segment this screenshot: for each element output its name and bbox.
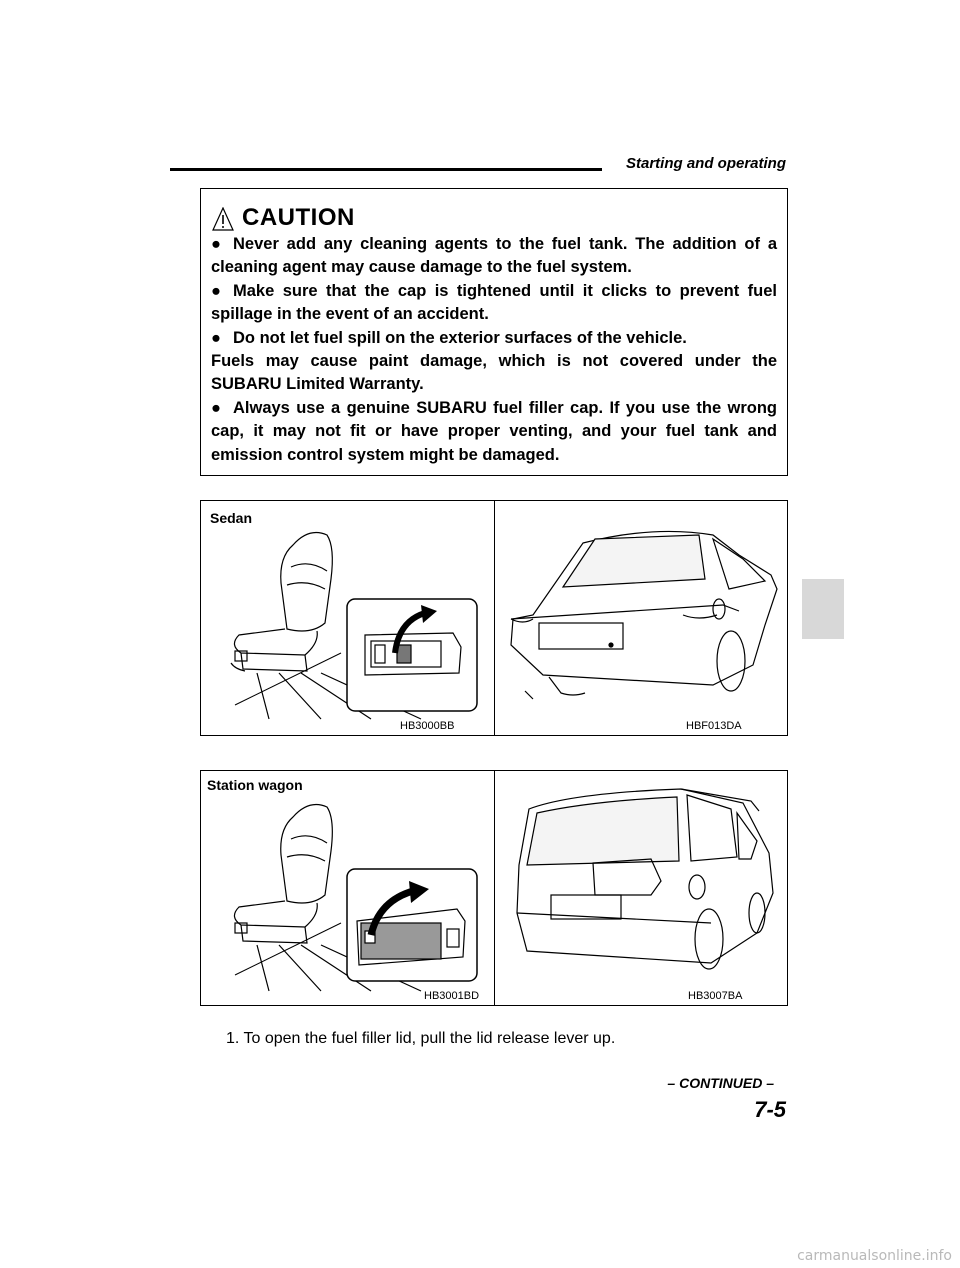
lever-detail-inset xyxy=(346,598,478,712)
sedan-car-illustration xyxy=(510,530,778,700)
caution-item-text: Make sure that the cap is tightened unti… xyxy=(211,281,777,324)
caution-item: ● Do not let fuel spill on the exterior s… xyxy=(211,327,777,350)
figure-code: HB3000BB xyxy=(400,720,455,732)
figure-code: HBF013DA xyxy=(686,720,742,732)
bullet-icon: ● xyxy=(211,281,221,300)
figure-divider xyxy=(494,501,495,735)
figure-code: HB3007BA xyxy=(688,990,743,1002)
figure-code: HB3001BD xyxy=(424,990,480,1002)
header-rule xyxy=(170,168,602,171)
caution-item: ●Never add any cleaning agents to the fu… xyxy=(211,233,777,280)
caution-item-text: Never add any cleaning agents to the fue… xyxy=(211,235,777,277)
sedan-figure: Sedan HB3000BB xyxy=(200,500,788,736)
continued-label: – CONTINUED – xyxy=(667,1075,774,1091)
caution-title: CAUTION xyxy=(242,204,355,231)
caution-note: Fuels may cause paint damage, which is n… xyxy=(211,352,777,394)
caution-item: ●Always use a genuine SUBARU fuel filler… xyxy=(211,397,777,467)
caution-item-text: Always use a genuine SUBARU fuel filler … xyxy=(211,398,777,464)
figure-label: Station wagon xyxy=(207,777,303,793)
seat-illustration xyxy=(230,532,422,720)
seat-illustration xyxy=(233,804,422,992)
wagon-figure: Station wagon HB3001BD xyxy=(200,770,788,1006)
callout-line xyxy=(234,922,342,976)
caution-item-text: Do not let fuel spill on the exterior su… xyxy=(233,328,687,347)
bullet-icon: ● xyxy=(211,328,221,347)
caution-item: ●Make sure that the cap is tightened unt… xyxy=(211,280,777,327)
warning-triangle-icon xyxy=(212,207,234,231)
chapter-tab xyxy=(802,579,844,639)
lever-detail-inset xyxy=(346,868,478,982)
caution-header: CAUTION xyxy=(211,201,777,231)
figure-divider xyxy=(494,771,495,1005)
curved-arrow-icon xyxy=(409,881,429,903)
page-number: 7-5 xyxy=(754,1097,786,1122)
figure-label: Sedan xyxy=(210,510,253,526)
callout-line xyxy=(234,652,342,706)
step-instruction: 1. To open the fuel filler lid, pull the… xyxy=(226,1030,616,1047)
curved-arrow-icon xyxy=(421,605,437,623)
caution-box: CAUTION ●Never add any cleaning agents t… xyxy=(200,188,788,476)
watermark: carmanualsonline.info xyxy=(797,1248,952,1264)
section-title: Starting and operating xyxy=(625,155,786,172)
wagon-car-illustration xyxy=(516,788,774,970)
bullet-icon: ● xyxy=(211,398,221,417)
bullet-icon: ● xyxy=(211,235,221,253)
